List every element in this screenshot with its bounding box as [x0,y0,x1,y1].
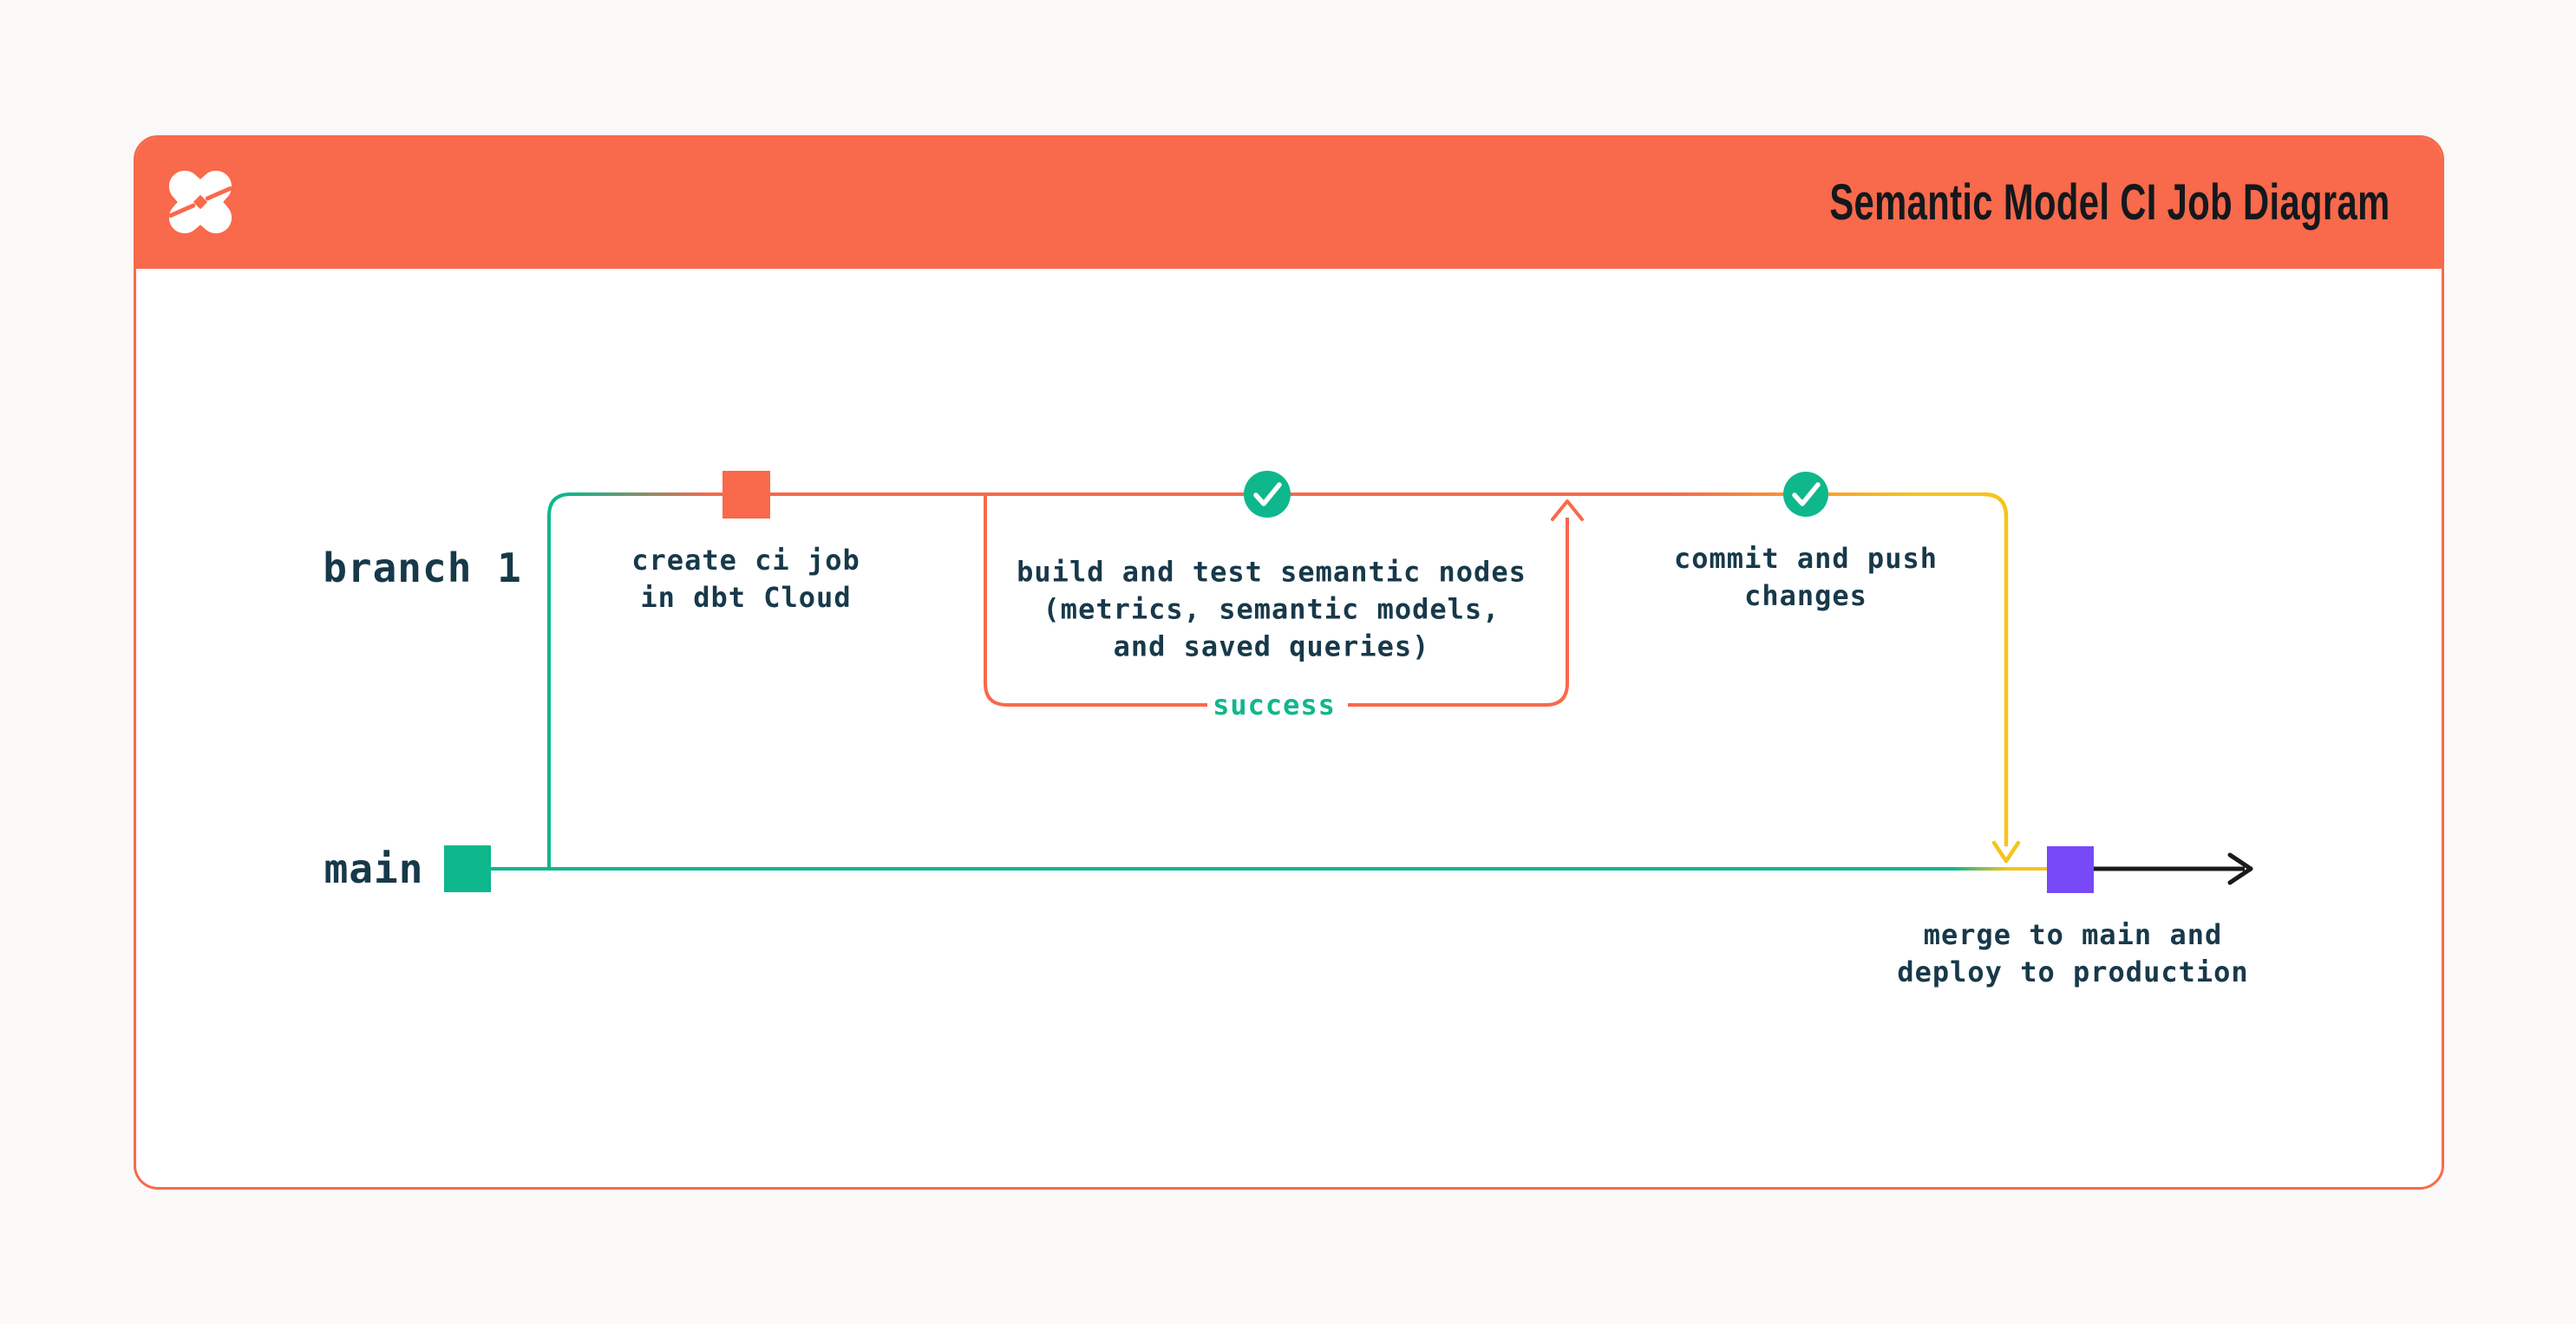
merge-deploy-label: merge to main and deploy to production [1897,918,2249,988]
dbt-logo-icon [168,170,232,234]
branch-1-label: branch 1 [323,545,522,591]
success-label: success [1213,688,1336,721]
diagram-card: Semantic Model CI Job Diagram [134,135,2444,1190]
card-header: Semantic Model CI Job Diagram [136,138,2442,269]
commit-push-label: commit and push changes [1674,542,1938,612]
create-ci-label: create ci job in dbt Cloud [631,544,860,614]
page-title: Semantic Model CI Job Diagram [1829,173,2390,231]
build-test-label: build and test semantic nodes (metrics, … [1017,555,1527,663]
main-label: main [324,845,424,892]
